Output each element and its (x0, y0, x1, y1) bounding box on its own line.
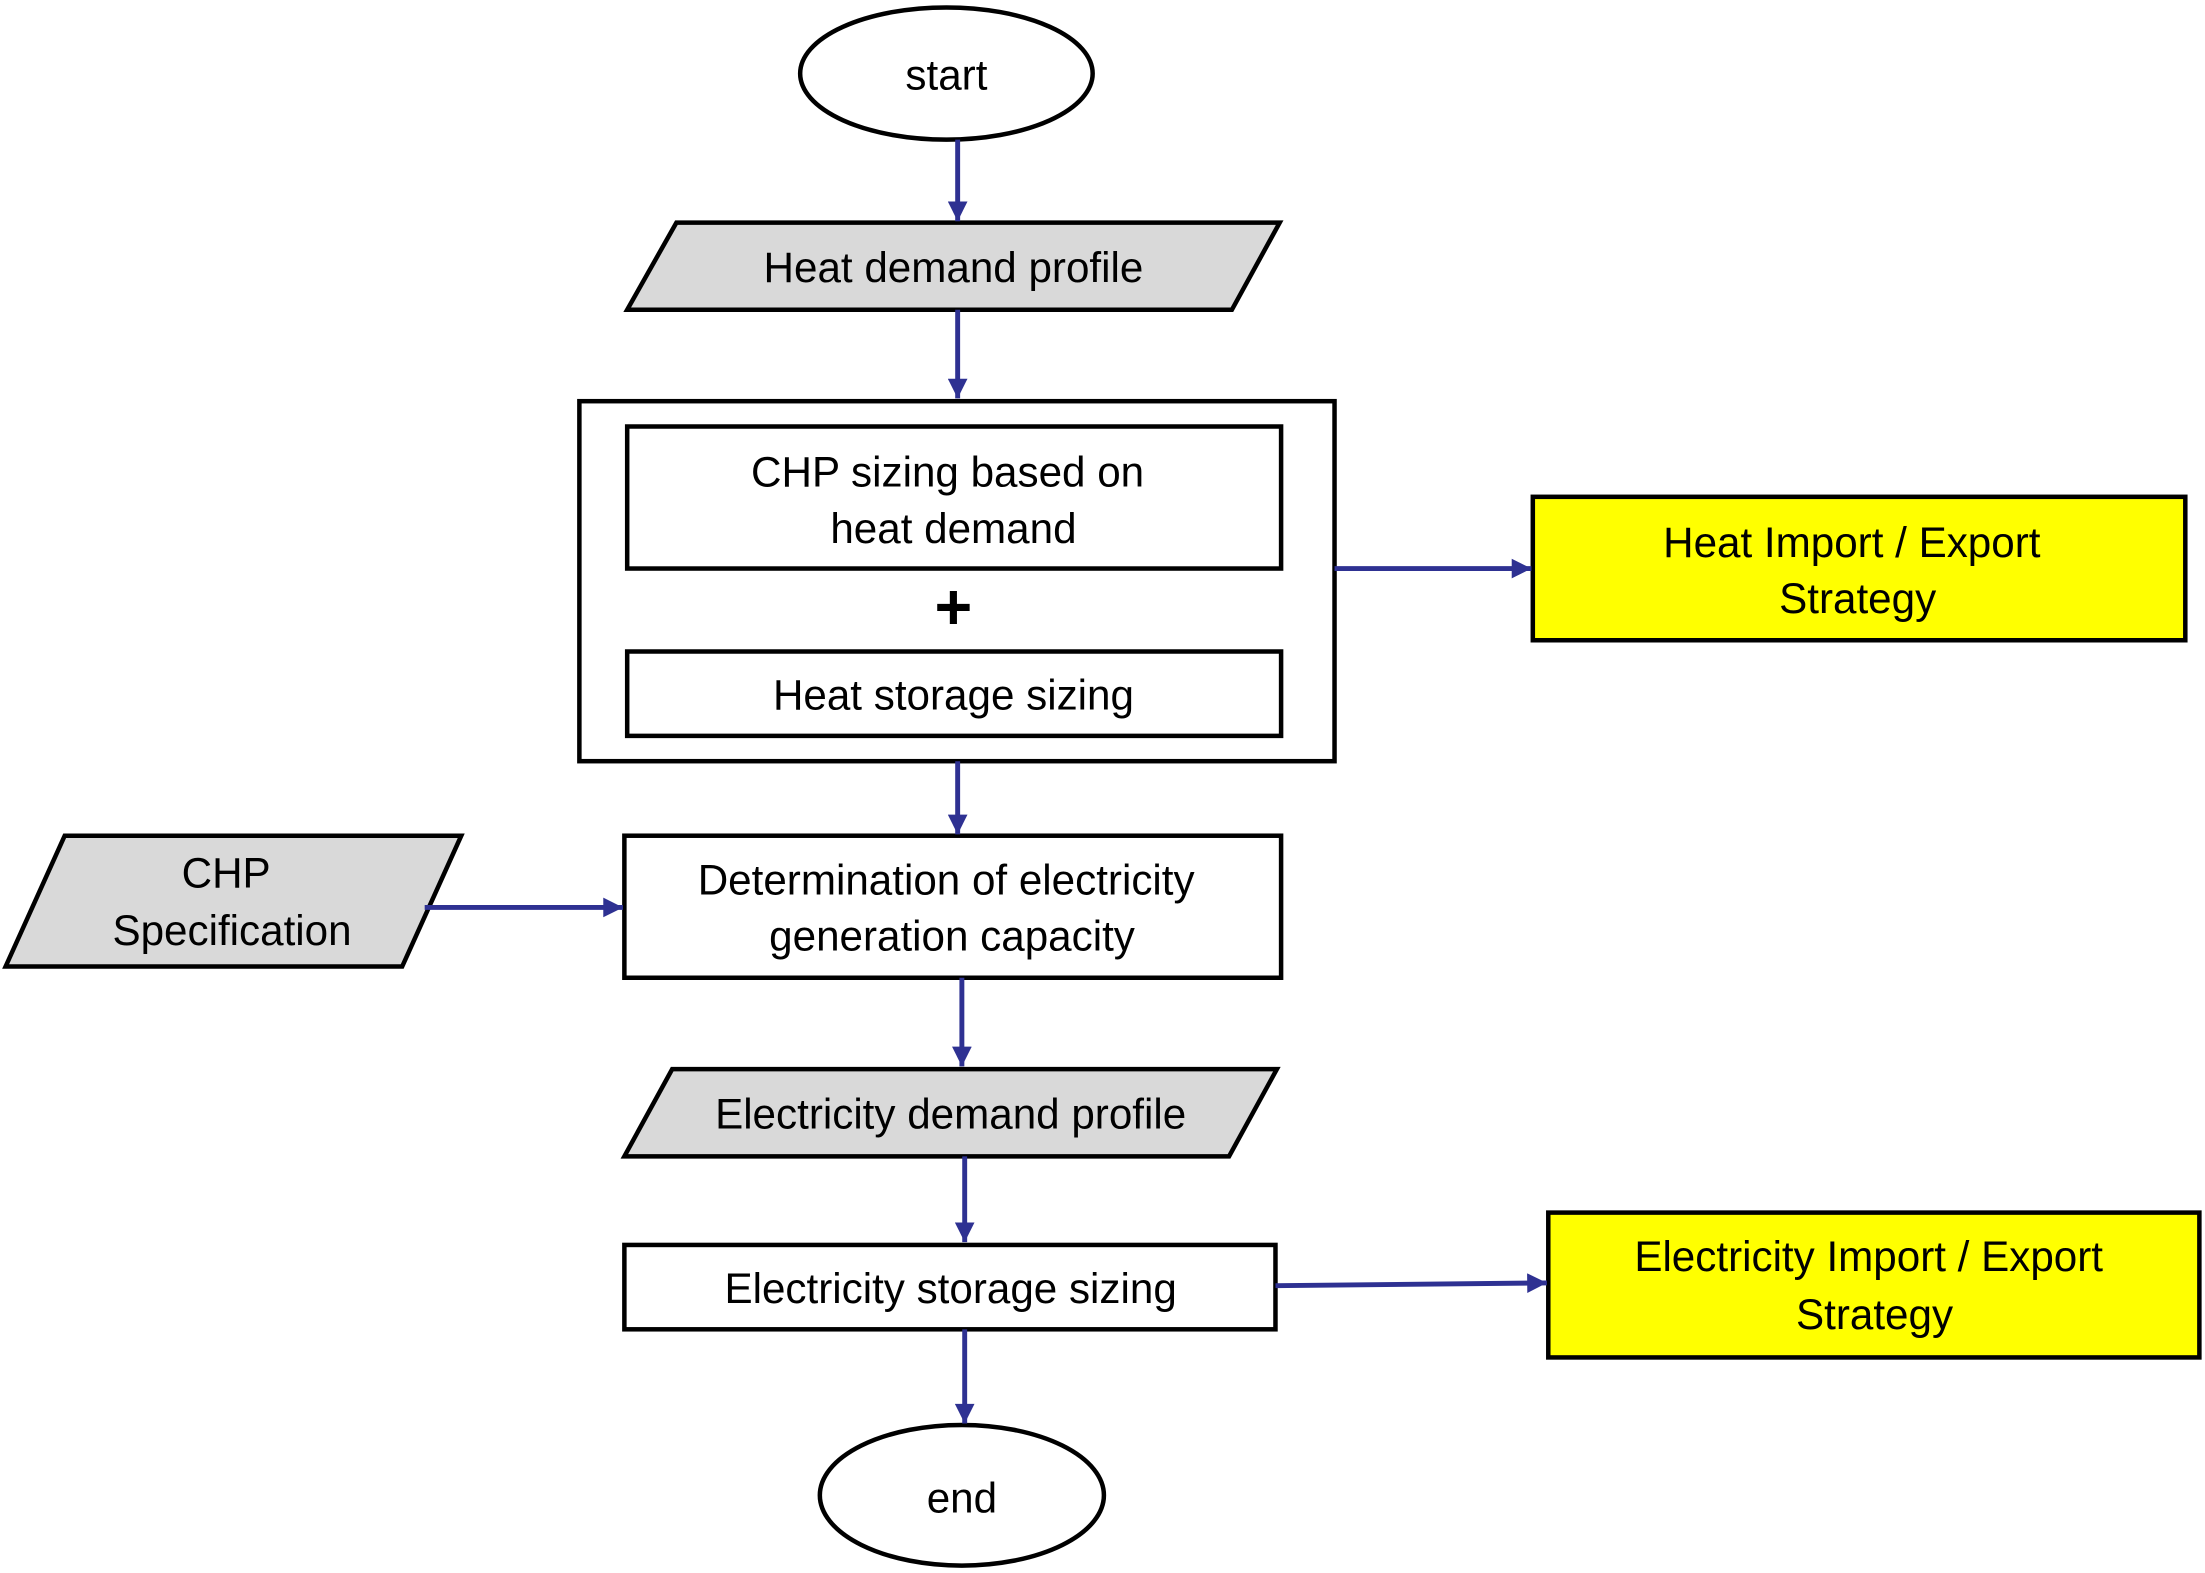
chp-sizing-label-line2: heat demand (830, 504, 1076, 551)
heat-strategy-label-line1: Heat Import / Export (1663, 518, 2041, 565)
electricity-storage-sizing-node: Electricity storage sizing (622, 1242, 1278, 1332)
chp-specification-node: CHP Specification (2, 833, 465, 969)
heat-strategy-node: Heat Import / Export Strategy (1530, 494, 2188, 643)
connectors (424, 139, 1547, 1424)
electricity-strategy-label-line2: Strategy (1796, 1290, 1953, 1337)
electricity-storage-sizing-label: Electricity storage sizing (724, 1265, 1176, 1312)
electricity-strategy-box (1546, 1210, 2202, 1360)
heat-strategy-label: Heat Import / Export Strategy (1663, 518, 2052, 621)
heat-strategy-box (1530, 494, 2188, 643)
determination-label: Determination of electricity generation … (698, 856, 1207, 959)
heat-storage-sizing-label: Heat storage sizing (773, 672, 1134, 719)
chp-specification-label-line1: CHP (182, 849, 271, 896)
chp-sizing-label-line1: CHP sizing based on (751, 448, 1144, 495)
start-ellipse (797, 5, 1095, 142)
heat-demand-profile-parallelogram (623, 220, 1284, 313)
start-node: start (797, 5, 1095, 142)
electricity-storage-sizing-box (622, 1242, 1278, 1332)
electricity-strategy-node: Electricity Import / Export Strategy (1546, 1210, 2202, 1360)
chp-sizing-box (624, 424, 1284, 571)
electricity-demand-profile-label: Electricity demand profile (715, 1091, 1186, 1138)
arrow-storage-to-electricity-strategy (1275, 1273, 1547, 1293)
heat-strategy-label-line2: Strategy (1779, 575, 1936, 622)
heat-demand-profile-label: Heat demand profile (764, 244, 1144, 291)
heat-demand-profile-node: Heat demand profile (623, 220, 1284, 313)
chp-sizing-label: CHP sizing based on heat demand (751, 448, 1156, 551)
heat-storage-sizing-box (624, 649, 1284, 739)
determination-label-line2: generation capacity (769, 912, 1135, 959)
end-node: end (817, 1422, 1107, 1568)
determination-node: Determination of electricity generation … (622, 833, 1284, 980)
electricity-demand-profile-node: Electricity demand profile (620, 1066, 1281, 1159)
plus-icon: + (935, 570, 973, 643)
determination-box (622, 833, 1284, 980)
chp-specification-label: CHP Specification (112, 849, 351, 954)
electricity-demand-profile-parallelogram (620, 1066, 1281, 1159)
start-label: start (905, 51, 987, 98)
chp-specification-parallelogram (2, 833, 465, 969)
end-ellipse (817, 1422, 1107, 1568)
chp-specification-label-line2: Specification (112, 906, 351, 953)
electricity-strategy-label: Electricity Import / Export Strategy (1634, 1233, 2114, 1338)
determination-label-line1: Determination of electricity (698, 856, 1195, 903)
heat-sizing-group: CHP sizing based on heat demand + Heat s… (577, 398, 1337, 764)
end-label: end (927, 1475, 997, 1522)
electricity-strategy-label-line1: Electricity Import / Export (1634, 1233, 2103, 1280)
